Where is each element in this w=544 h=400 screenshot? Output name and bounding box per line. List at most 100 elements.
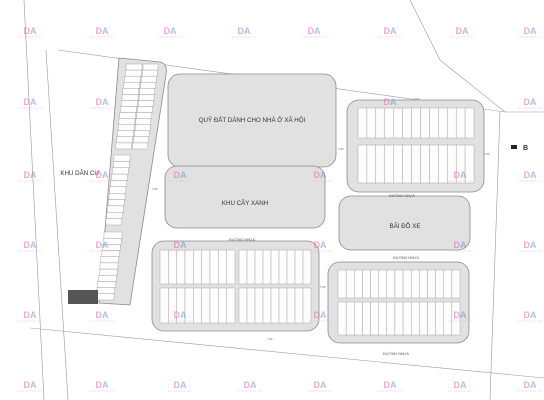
lot-strip-middle-5 bbox=[109, 186, 127, 194]
lot-se-south-14 bbox=[451, 301, 461, 336]
lot-se-south-13 bbox=[443, 301, 453, 336]
watermark-logo-text: DA bbox=[308, 26, 322, 36]
watermark-logo-text: DA bbox=[524, 380, 538, 390]
lot-sw-north-right-3 bbox=[262, 249, 272, 285]
watermark-tagline: DANGNHATANH.COM bbox=[18, 107, 42, 110]
lot-sw-south-right-4 bbox=[270, 287, 280, 324]
lot-se-north-4 bbox=[370, 269, 379, 299]
lot-sw-north-right-6 bbox=[286, 249, 296, 285]
watermark-logo-text: DA bbox=[384, 380, 398, 390]
lot-sw-north-left-1 bbox=[168, 249, 177, 285]
lot-se-south-12 bbox=[435, 301, 444, 336]
lot-strip-upper-a-5 bbox=[121, 94, 139, 101]
lot-se-south-0 bbox=[337, 301, 347, 336]
lot-strip-upper-b-2 bbox=[141, 75, 157, 83]
road-label-d: ĐƯỜNG NHỰA bbox=[383, 351, 409, 356]
watermark-tagline: DANGNHATANH.COM bbox=[378, 36, 402, 39]
lot-se-north-9 bbox=[411, 269, 420, 299]
lot-se-north-12 bbox=[435, 269, 444, 299]
residential-zone-label: KHU DÂN CƯ bbox=[60, 170, 100, 177]
watermark-logo-text: DA bbox=[244, 380, 258, 390]
lot-east-top-north-8 bbox=[429, 107, 439, 139]
lot-se-south-7 bbox=[394, 301, 404, 336]
watermark-logo-text: DA bbox=[24, 170, 38, 180]
watermark-logo-text: DA bbox=[174, 380, 188, 390]
lot-strip-upper-b-13 bbox=[132, 142, 148, 150]
lot-east-top-north-5 bbox=[402, 107, 412, 139]
watermark-tagline: DANGNHATANH.COM bbox=[518, 390, 542, 393]
watermark-tagline: DANGNHATANH.COM bbox=[448, 390, 472, 393]
lot-se-north-5 bbox=[378, 269, 387, 299]
watermark-logo-text: DA bbox=[454, 380, 468, 390]
lot-sw-south-right-7 bbox=[294, 287, 304, 324]
lot-strip-upper-a-8 bbox=[119, 112, 136, 119]
lot-east-top-south-7 bbox=[420, 144, 430, 184]
watermark-logo-text: DA bbox=[314, 240, 328, 250]
watermark-logo-text: DA bbox=[96, 97, 110, 107]
watermark-logo-text: DA bbox=[524, 26, 538, 36]
lot-strip-upper-b-8 bbox=[136, 112, 152, 119]
parking-zone-label: BÃI ĐỖ XE bbox=[390, 223, 421, 230]
watermark-tagline: DANGNHATANH.COM bbox=[90, 390, 114, 393]
lot-strip-upper-b-4 bbox=[139, 88, 156, 95]
watermark-logo-text: DA bbox=[24, 380, 38, 390]
lot-sw-south-right-2 bbox=[254, 287, 264, 324]
lot-strip-middle-10 bbox=[105, 218, 122, 226]
watermark-tagline: DANGNHATANH.COM bbox=[90, 36, 114, 39]
lot-east-top-north-7 bbox=[420, 107, 430, 139]
lot-se-south-10 bbox=[419, 301, 428, 336]
watermark-tagline: DANGNHATANH.COM bbox=[18, 320, 42, 323]
lot-strip-lower-8 bbox=[97, 281, 116, 288]
watermark-tagline: DANGNHATANH.COM bbox=[308, 250, 332, 253]
watermark-tagline: DANGNHATANH.COM bbox=[448, 250, 472, 253]
lot-east-top-south-8 bbox=[429, 144, 439, 184]
watermark-tagline: DANGNHATANH.COM bbox=[232, 36, 256, 39]
watermark-tagline: DANGNHATANH.COM bbox=[448, 320, 472, 323]
lot-se-north-13 bbox=[443, 269, 453, 299]
lot-east-top-south-12 bbox=[464, 144, 475, 184]
lot-strip-lower-0 bbox=[103, 231, 123, 239]
lot-se-south-6 bbox=[386, 301, 396, 336]
lot-east-top-south-1 bbox=[366, 144, 377, 184]
watermark-tagline: DANGNHATANH.COM bbox=[518, 250, 542, 253]
lot-strip-upper-b-7 bbox=[137, 106, 153, 113]
lot-sw-north-right-8 bbox=[302, 249, 312, 285]
lot-strip-middle-9 bbox=[106, 212, 123, 219]
lot-sw-south-left-0 bbox=[159, 287, 169, 324]
lot-strip-middle-8 bbox=[107, 205, 124, 213]
lot-strip-upper-b-0 bbox=[142, 63, 159, 71]
watermark-logo-text: DA bbox=[24, 26, 38, 36]
dim-label-2: 7.50 bbox=[484, 152, 490, 156]
dim-label-6: 7.50 bbox=[414, 97, 420, 101]
watermark-tagline: DANGNHATANH.COM bbox=[18, 250, 42, 253]
lot-strip-lower-7 bbox=[98, 275, 117, 282]
green-block bbox=[164, 165, 326, 229]
lot-se-north-0 bbox=[337, 269, 347, 299]
lot-sw-south-left-5 bbox=[201, 287, 211, 324]
watermark-tagline: DANGNHATANH.COM bbox=[18, 390, 42, 393]
lot-sw-south-left-4 bbox=[193, 287, 202, 324]
lot-strip-upper-b-5 bbox=[138, 94, 155, 101]
watermark-tagline: DANGNHATANH.COM bbox=[308, 180, 332, 183]
dimension-labels: 7.50 7.50 7.50 7.50 7.50 7.50 bbox=[152, 97, 490, 341]
watermark-tagline: DANGNHATANH.COM bbox=[18, 36, 42, 39]
lot-east-top-north-3 bbox=[384, 107, 394, 139]
dim-label-1: 7.50 bbox=[338, 147, 344, 151]
lot-sw-north-right-2 bbox=[254, 249, 264, 285]
lot-sw-south-right-0 bbox=[238, 287, 248, 324]
lot-se-south-9 bbox=[411, 301, 420, 336]
lot-se-north-3 bbox=[362, 269, 371, 299]
lot-east-top-south-2 bbox=[375, 144, 385, 184]
